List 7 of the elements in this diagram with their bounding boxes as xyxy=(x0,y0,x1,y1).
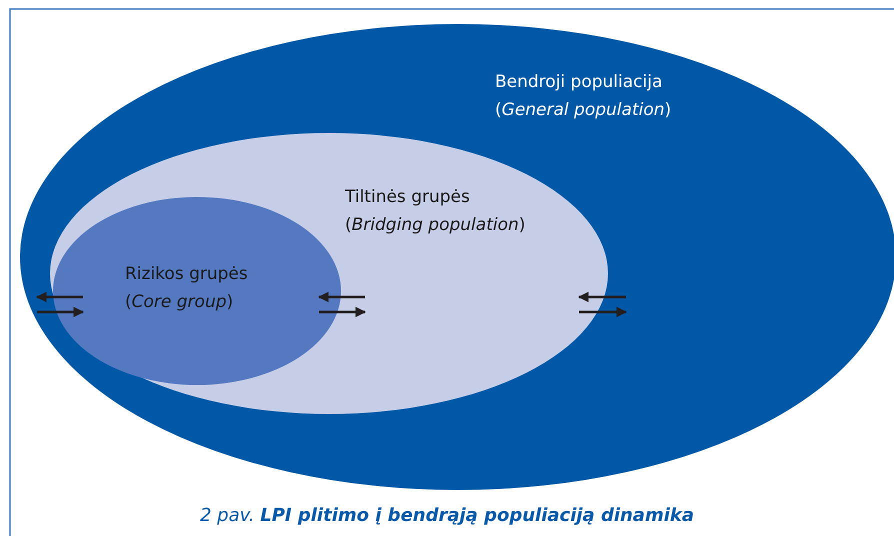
group-label: Tiltinės grupės xyxy=(345,186,470,209)
group-translation: (Core group) xyxy=(125,291,234,314)
figure-caption: 2 pav. LPI plitimo į bendrąją populiaciją dinamika xyxy=(198,505,696,526)
group-translation: (Bridging population) xyxy=(345,214,526,237)
group-label: Bendroji populiacija xyxy=(495,71,662,94)
group-label: Rizikos grupės xyxy=(125,263,248,286)
group-translation: (General population) xyxy=(495,99,672,122)
